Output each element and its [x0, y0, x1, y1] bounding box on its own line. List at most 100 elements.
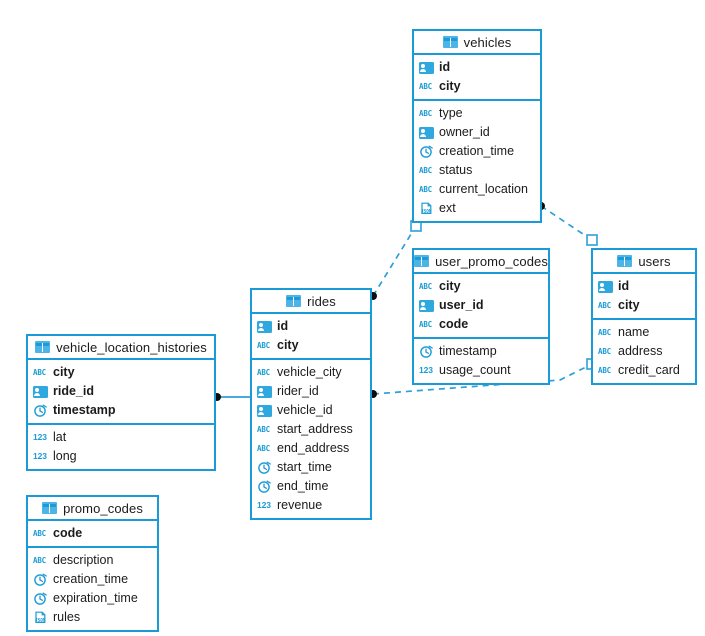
table-icon: [617, 255, 633, 267]
key-field-ride_id[interactable]: ride_id: [28, 382, 214, 401]
entity-title: promo_codes: [63, 500, 143, 516]
field-group: ABC description creation_time expiration_ti…: [28, 548, 157, 630]
entity-header-promo_codes[interactable]: promo_codes: [28, 497, 157, 521]
key-field-user_id[interactable]: user_id: [414, 296, 548, 315]
field-creation_time[interactable]: creation_time: [28, 570, 157, 589]
field-vehicle_id[interactable]: vehicle_id: [252, 401, 370, 420]
field-end_time[interactable]: end_time: [252, 477, 370, 496]
timestamp-type-icon: [33, 592, 48, 605]
field-label: start_time: [277, 460, 332, 475]
field-status[interactable]: ABC status: [414, 161, 540, 180]
json-type-icon: JSON: [419, 202, 434, 215]
field-start_time[interactable]: start_time: [252, 458, 370, 477]
table-icon: [35, 341, 51, 353]
field-label: description: [53, 553, 114, 568]
field-label: timestamp: [53, 403, 116, 418]
field-label: long: [53, 449, 77, 464]
key-field-id[interactable]: id: [252, 317, 370, 336]
field-timestamp[interactable]: timestamp: [414, 342, 548, 361]
field-label: creation_time: [439, 144, 515, 159]
text-type-icon: ABC: [598, 301, 611, 310]
field-type[interactable]: ABC type: [414, 104, 540, 123]
key-field-timestamp[interactable]: timestamp: [28, 401, 214, 420]
entity-header-rides[interactable]: rides: [252, 290, 370, 314]
field-label: ride_id: [53, 384, 94, 399]
field-owner_id[interactable]: owner_id: [414, 123, 540, 142]
field-label: city: [277, 338, 299, 353]
timestamp-type-icon: [419, 345, 434, 358]
field-label: current_location: [439, 182, 528, 197]
field-label: type: [439, 106, 463, 121]
number-type-icon: 123: [33, 451, 47, 461]
entity-header-user_promo_codes[interactable]: user_promo_codes: [414, 250, 548, 274]
field-rider_id[interactable]: rider_id: [252, 382, 370, 401]
field-creation_time[interactable]: creation_time: [414, 142, 540, 161]
field-label: city: [439, 79, 461, 94]
timestamp-type-icon: [419, 145, 434, 158]
entity-title: vehicles: [463, 34, 512, 50]
key-field-city[interactable]: ABC city: [414, 77, 540, 96]
uuid-type-icon: [419, 126, 434, 139]
text-type-icon: ABC: [33, 556, 46, 565]
field-label: status: [439, 163, 473, 178]
key-field-id[interactable]: id: [414, 58, 540, 77]
field-long[interactable]: 123 long: [28, 447, 214, 466]
entity-title: users: [638, 253, 671, 269]
uuid-type-icon: [419, 299, 434, 312]
key-field-id[interactable]: id: [593, 277, 695, 296]
field-label: expiration_time: [53, 591, 138, 606]
field-expiration_time[interactable]: expiration_time: [28, 589, 157, 608]
timestamp-type-icon: [33, 404, 48, 417]
uuid-type-icon: [33, 385, 48, 398]
number-type-icon: 123: [33, 432, 47, 442]
field-label: address: [618, 344, 663, 359]
entity-header-users[interactable]: users: [593, 250, 695, 274]
uuid-type-icon: [419, 61, 434, 74]
field-label: timestamp: [439, 344, 497, 359]
table-icon: [414, 255, 430, 267]
rel-vehicles-users[interactable]: [540, 205, 593, 241]
text-type-icon: ABC: [419, 82, 432, 91]
field-description[interactable]: ABC description: [28, 551, 157, 570]
uuid-type-icon: [257, 320, 272, 333]
rel-rides-vehicles[interactable]: [372, 225, 417, 297]
entity-header-vehicles[interactable]: vehicles: [414, 31, 540, 55]
text-type-icon: ABC: [419, 166, 432, 175]
field-label: name: [618, 325, 650, 340]
text-type-icon: ABC: [419, 109, 432, 118]
entity-title: rides: [307, 293, 336, 309]
field-label: revenue: [277, 498, 323, 513]
entity-header-vehicle_location_histories[interactable]: vehicle_location_histories: [28, 336, 214, 360]
field-label: city: [53, 365, 75, 380]
json-type-icon: JSON: [33, 611, 48, 624]
